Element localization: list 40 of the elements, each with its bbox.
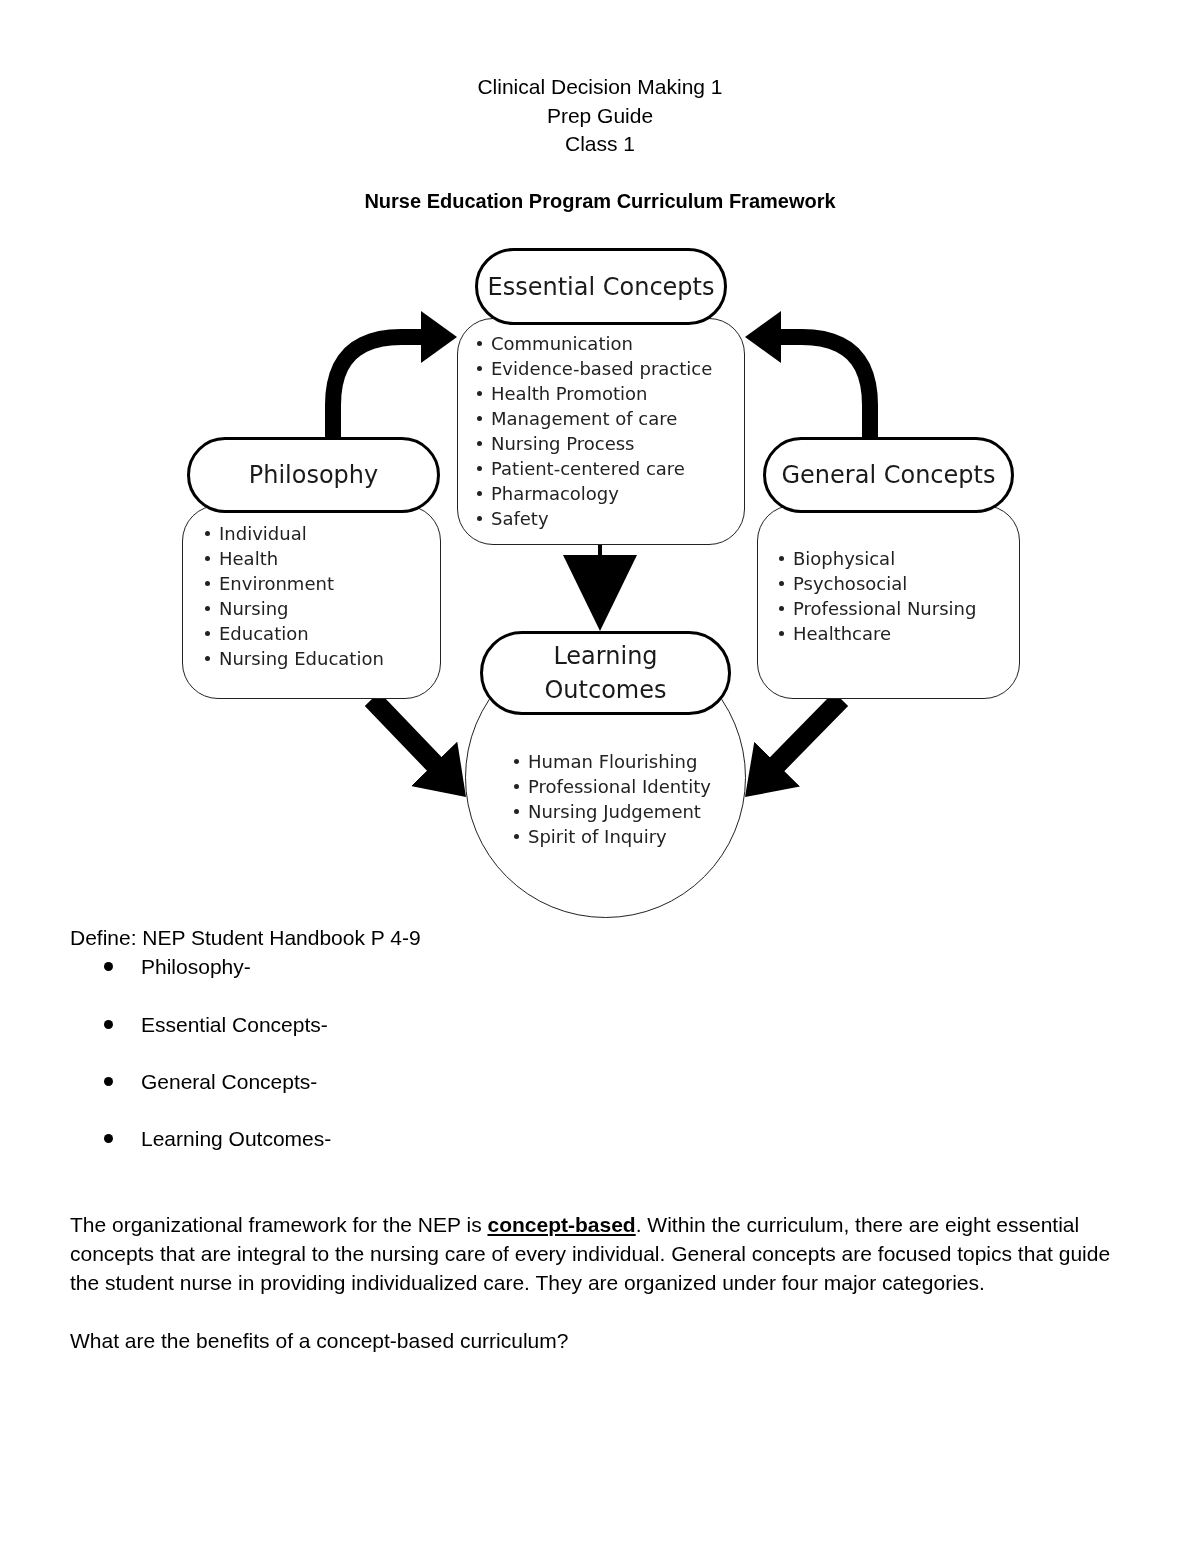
list-item: Nursing Process	[476, 431, 635, 456]
list-item: Psychosocial	[778, 571, 908, 596]
list-item: Management of care	[476, 406, 678, 431]
list-item: Nursing Judgement	[513, 799, 701, 824]
list-item: Pharmacology	[476, 481, 619, 506]
list-item: Nursing	[204, 596, 289, 621]
bullet-item: General Concepts-	[100, 1067, 318, 1096]
page-heading: Class 1	[565, 131, 635, 157]
diagram-title: Nurse Education Program Curriculum Framework	[364, 189, 836, 214]
list-item: Safety	[476, 506, 549, 531]
curved-arrow	[745, 311, 878, 437]
list-item: Health	[204, 546, 279, 571]
triangle-arrow	[563, 545, 637, 631]
page-heading: Prep Guide	[546, 103, 654, 129]
bullet-item: Essential Concepts-	[100, 1010, 328, 1039]
list-item: Communication	[476, 331, 633, 356]
bullet-item: Learning Outcomes-	[100, 1124, 332, 1153]
heading-text: Philosophy	[248, 460, 379, 491]
list-item: Environment	[204, 571, 334, 596]
curved-arrow	[325, 311, 457, 437]
define-prompt: Define: NEP Student Handbook P 4-9	[70, 925, 421, 951]
list-item: Education	[204, 621, 309, 646]
bullet-item: Philosophy-	[100, 952, 251, 981]
list-item: Healthcare	[778, 621, 892, 646]
list-item: Biophysical	[778, 546, 896, 571]
list-item: Nursing Education	[204, 646, 384, 671]
list-item: Individual	[204, 521, 307, 546]
list-item: Patient-centered care	[476, 456, 685, 481]
list-item: Health Promotion	[476, 381, 648, 406]
paragraph: The organizational framework for the NEP is concept-based. Within the curriculum, there are eight essential concepts that are integral to the nursing care of every individual. General concepts are focused topics that guide the student nurse in providing individualized care. They are organized under four major categories.	[70, 1212, 1112, 1296]
heading-text: Learning Outcomes	[543, 641, 668, 706]
list-item: Professional Nursing	[778, 596, 977, 621]
heading-text: General Concepts	[781, 460, 996, 491]
list-item: Evidence-based practice	[476, 356, 713, 381]
question-text: What are the benefits of a concept-based curriculum?	[70, 1328, 569, 1354]
list-item: Spirit of Inquiry	[513, 824, 667, 849]
page-heading: Clinical Decision Making 1	[477, 74, 723, 100]
list-item: Professional Identity	[513, 774, 711, 799]
list-item: Human Flourishing	[513, 749, 698, 774]
heading-text: Essential Concepts	[487, 271, 715, 303]
